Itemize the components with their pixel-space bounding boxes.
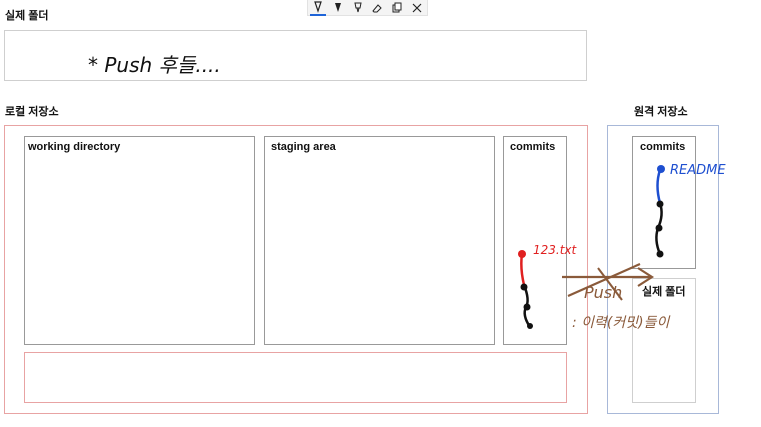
working-directory-label: working directory [28,141,121,153]
copy-icon[interactable] [389,1,405,15]
pen-alt-icon[interactable] [330,1,346,15]
eraser-icon[interactable] [369,1,385,15]
local-repo-title: 로컬 저장소 [5,106,59,118]
remote-commits-label: commits [640,141,686,153]
local-bottom-box [24,352,567,403]
ink-toolbar [307,0,428,16]
close-icon[interactable] [409,1,425,15]
local-commits-label: commits [510,141,556,153]
highlighter-icon[interactable] [350,1,366,15]
local-commits-box: commits [503,136,567,345]
working-directory-box: working directory [24,136,255,345]
remote-repo-title: 원격 저장소 [634,106,688,118]
real-folder-top-title: 실제 폴더 [5,10,49,22]
remote-real-folder-label: 실제 폴더 [642,286,686,298]
real-folder-top-box [4,30,587,81]
staging-area-box: staging area [264,136,495,345]
remote-real-folder-box: 실제 폴더 [632,278,696,403]
pen-icon[interactable] [309,0,326,16]
staging-area-label: staging area [271,141,336,153]
remote-commits-box: commits [632,136,696,269]
